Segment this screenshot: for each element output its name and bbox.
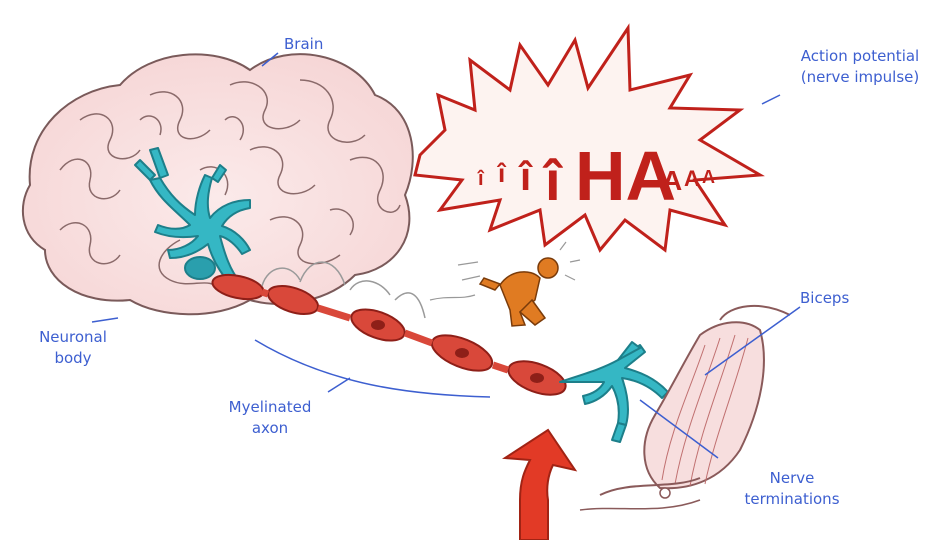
brain-drawing (23, 54, 413, 314)
label-neuronal-body-line1: Neuronal (18, 327, 128, 348)
shout-tail-3: A (702, 167, 715, 187)
shout-small-3: î (518, 155, 533, 199)
shout-tail-2: A (684, 166, 700, 191)
label-nerve-terminations-line2: terminations (722, 489, 862, 510)
action-potential-burst: î î î î HA A A A (415, 28, 760, 250)
label-action-potential-line2: (nerve impulse) (782, 67, 938, 88)
impulse-figure-drawing (480, 258, 558, 326)
label-myelinated-axon: Myelinated axon (205, 397, 335, 439)
shout-tail-1: A (662, 165, 682, 196)
label-myelinated-axon-line1: Myelinated (205, 397, 335, 418)
upward-arrow (505, 430, 575, 540)
label-brain: Brain (284, 34, 323, 55)
shout-small-4: î (542, 149, 563, 212)
label-neuronal-body: Neuronal body (18, 327, 128, 369)
label-myelinated-axon-line2: axon (205, 418, 335, 439)
label-action-potential-line1: Action potential (782, 46, 938, 67)
label-neuronal-body-line2: body (18, 348, 128, 369)
label-biceps: Biceps (800, 288, 849, 309)
label-nerve-terminations-line1: Nerve (722, 468, 862, 489)
shout-big: HA (575, 137, 676, 215)
label-action-potential: Action potential (nerve impulse) (782, 46, 938, 88)
label-nerve-terminations: Nerve terminations (722, 468, 862, 510)
